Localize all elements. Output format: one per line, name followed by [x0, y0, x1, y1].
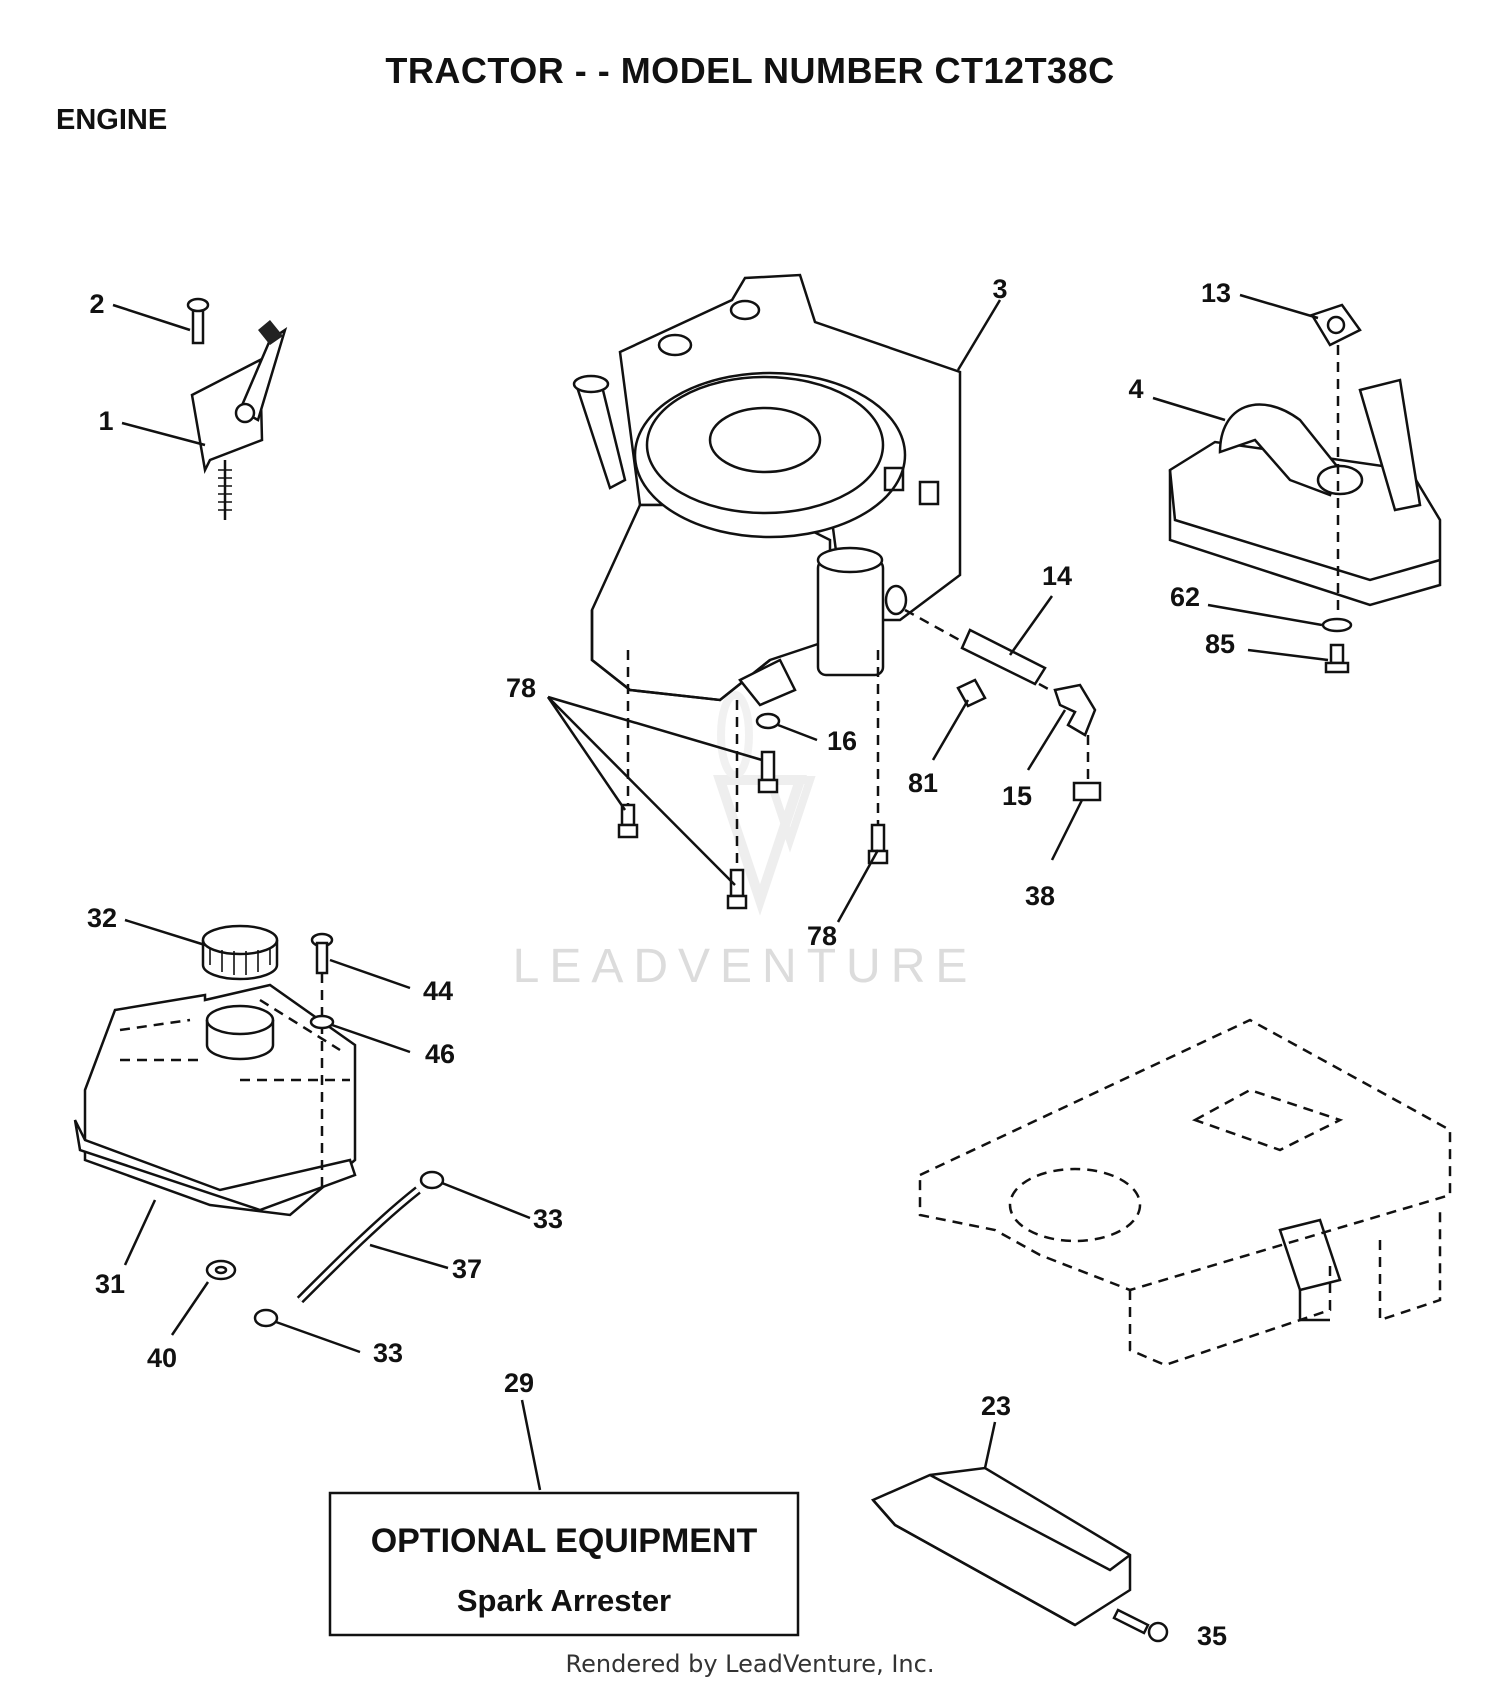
optional-equipment-box: OPTIONAL EQUIPMENT Spark Arrester — [328, 1491, 800, 1637]
callout-label: 16 — [827, 726, 857, 756]
callout-label: 15 — [1002, 781, 1032, 811]
callout-label: 14 — [1042, 561, 1072, 591]
tank-screw-part — [310, 932, 334, 1190]
nut-part — [956, 678, 987, 708]
optional-equipment-heading: OPTIONAL EQUIPMENT — [371, 1522, 758, 1560]
callout-label: 33 — [533, 1204, 563, 1234]
fuel-line-part — [296, 1186, 421, 1304]
callout-label: 32 — [87, 903, 117, 933]
callout-label: 31 — [95, 1269, 125, 1299]
callout-label: 40 — [147, 1343, 177, 1373]
callout-label: 46 — [425, 1039, 455, 1069]
section-heading: ENGINE — [56, 104, 168, 136]
callout-label: 33 — [373, 1338, 403, 1368]
washer-part — [1321, 617, 1353, 633]
callout-label: 29 — [504, 1368, 534, 1398]
callout-label: 62 — [1170, 582, 1200, 612]
callout-label: 3 — [992, 274, 1007, 304]
callout-label: 78 — [506, 673, 536, 703]
callout-label: 38 — [1025, 881, 1055, 911]
tractor-frame-outline — [918, 1018, 1452, 1367]
cap-part — [1072, 735, 1102, 802]
tank-washer-part — [309, 1014, 335, 1030]
engine-part — [572, 273, 962, 707]
fuel-tank-part — [73, 983, 357, 1217]
callout-label: 13 — [1201, 278, 1231, 308]
muffler-part — [1168, 378, 1442, 607]
callout-label: 2 — [89, 289, 104, 319]
elbow-part — [1053, 683, 1097, 737]
callout-label: 37 — [452, 1254, 482, 1284]
callout-labels: 2 1 3 4 13 14 15 16 78 78 81 62 85 38 32… — [87, 274, 1235, 1651]
callout-label: 81 — [908, 768, 938, 798]
throttle-control-part — [186, 297, 288, 520]
fuel-cap-part — [201, 924, 279, 981]
engine-bolts-part — [617, 650, 889, 910]
spark-arrester-shield-part — [870, 1466, 1132, 1627]
callout-label: 4 — [1128, 374, 1143, 404]
callout-label: 85 — [1205, 629, 1235, 659]
render-credit: Rendered by LeadVenture, Inc. — [565, 1650, 935, 1678]
callout-label: 1 — [98, 406, 113, 436]
callout-label: 23 — [981, 1391, 1011, 1421]
diagram-title: TRACTOR - - MODEL NUMBER CT12T38C — [385, 50, 1115, 91]
grommet-part — [205, 1259, 237, 1281]
watermark-text: LEADVENTURE — [513, 940, 978, 993]
callout-label: 44 — [423, 976, 453, 1006]
shield-screw-part — [1112, 1608, 1169, 1643]
optional-equipment-item: Spark Arrester — [457, 1583, 671, 1618]
gasket-part — [1310, 303, 1362, 615]
callout-label: 35 — [1197, 1621, 1227, 1651]
leader-lines — [112, 293, 1329, 1491]
hose-clamp-part — [253, 1170, 445, 1328]
callout-label: 78 — [807, 921, 837, 951]
muffler-bolt-part — [1324, 643, 1350, 674]
oil-drain-pipe-part — [904, 608, 1051, 692]
